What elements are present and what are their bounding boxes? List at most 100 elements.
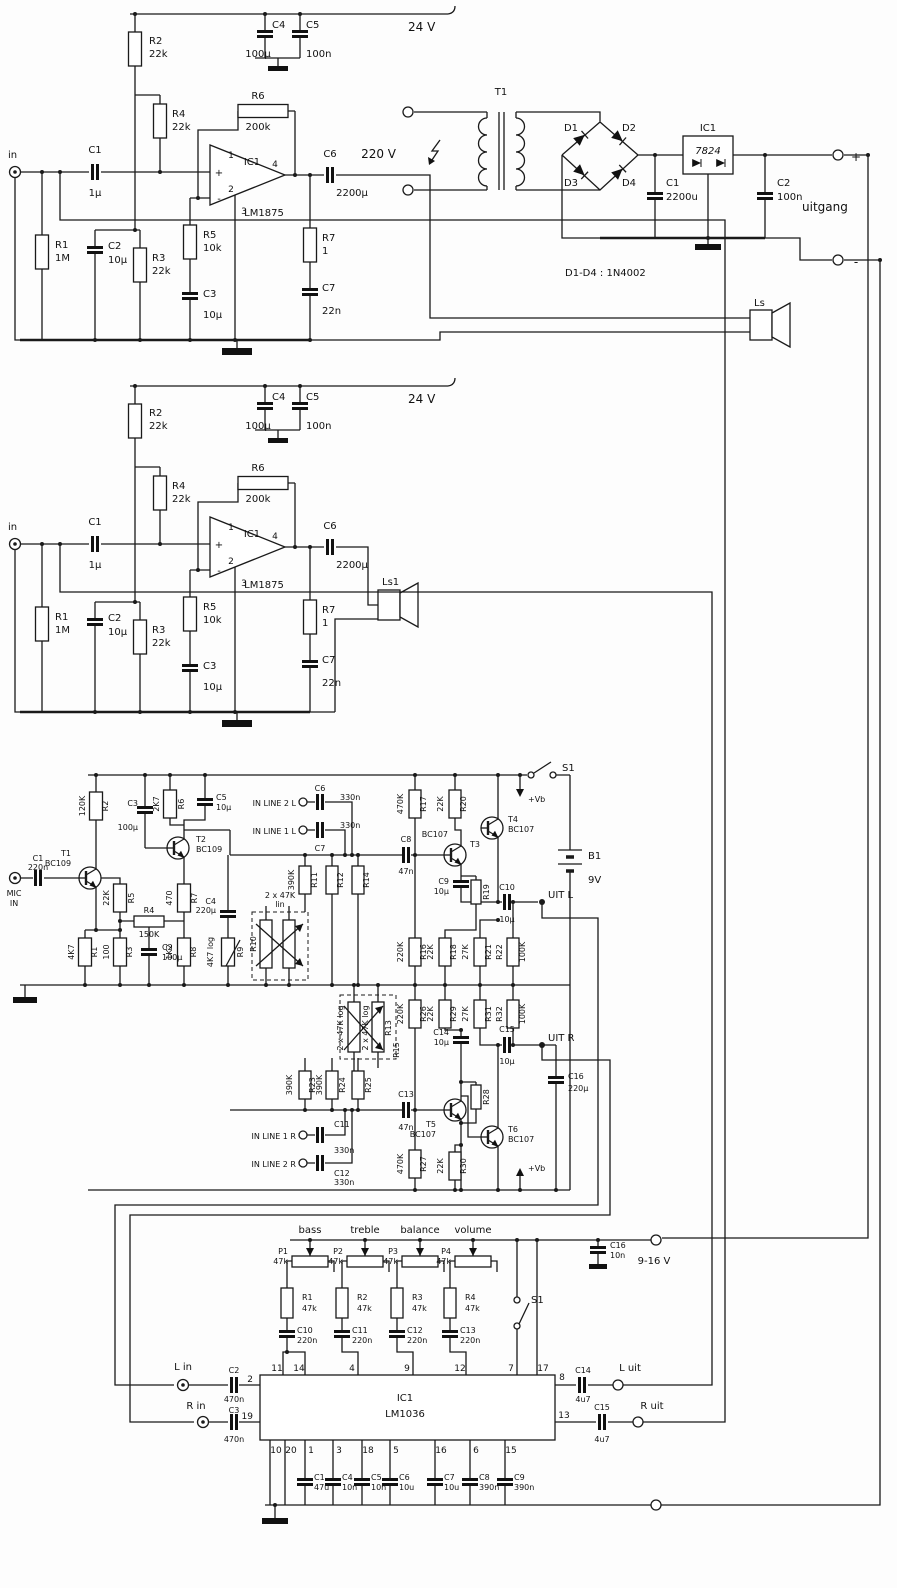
- pre-c4-value: 220µ: [196, 906, 216, 915]
- volume-pot-dual: [251, 911, 309, 981]
- preamp-s1-label: S1: [562, 763, 575, 774]
- pre-r16-value: 220K: [396, 941, 405, 962]
- opamp-type: LM1875: [244, 208, 284, 219]
- pre-r32-name: R32: [495, 1006, 504, 1022]
- pre-c12-value: 330n: [334, 1178, 354, 1187]
- t3-name: T3: [469, 840, 480, 849]
- supply-label: 24 V: [408, 20, 436, 34]
- pre-r13-name: R13: [384, 1020, 393, 1036]
- cap-c5: [292, 402, 308, 410]
- c6-label: C6: [323, 521, 336, 532]
- cap-c3: [182, 664, 198, 672]
- tone-c11-value: 220n: [352, 1336, 372, 1345]
- r5-value: 10k: [203, 243, 222, 254]
- resistor-r3: [132, 247, 148, 283]
- pre-r2-value: 120K: [78, 795, 87, 816]
- pre-r14-name: R14: [362, 872, 371, 888]
- pre-r2-name: R2: [101, 801, 110, 812]
- vb-bottom-label: +Vb: [528, 1164, 545, 1173]
- volume-label: volume: [454, 1225, 491, 1236]
- c3-value: 10µ: [203, 310, 223, 321]
- input-jack: [8, 537, 22, 551]
- tone-c9-value: 390n: [514, 1483, 534, 1492]
- tone-pots: [291, 1248, 492, 1268]
- pre-c11-label: C11: [334, 1120, 350, 1129]
- pre-r10-name: R10: [249, 936, 258, 952]
- t5-name: T5: [425, 1120, 436, 1129]
- p2-label: P2: [333, 1247, 343, 1256]
- psu-c1-label: C1: [666, 178, 679, 189]
- pre-c3-value: 100µ: [118, 823, 138, 832]
- pre-r11-name: R11: [310, 872, 319, 888]
- pin-4: 4: [349, 1364, 355, 1374]
- c2-label: C2: [108, 241, 121, 252]
- amp-channel2-extras: Ls1: [310, 546, 419, 713]
- pre-c3-label: C3: [127, 799, 138, 808]
- tone-c4-value: 10n: [342, 1483, 357, 1492]
- opamp-name: IC1: [244, 157, 260, 168]
- transistor-t6: [479, 1117, 505, 1157]
- speaker-ls-icon: [749, 302, 791, 348]
- p2-value: 47k: [328, 1257, 343, 1266]
- common-terminal: [650, 1499, 662, 1511]
- tone-r1-label: R1: [302, 1293, 313, 1302]
- opamp-type: LM1875: [244, 580, 284, 591]
- resistor-r5: [182, 596, 198, 632]
- pre-c12-label: C12: [334, 1169, 350, 1178]
- d4-label: D4: [622, 178, 636, 189]
- tone-r2-label: R2: [357, 1293, 368, 1302]
- tone-c1-label: C1: [314, 1473, 325, 1482]
- resistor-r3: [132, 619, 148, 655]
- tone-c3-value: 470n: [224, 1435, 244, 1444]
- pre-c5-value: 10µ: [216, 803, 231, 812]
- speaker-ls-label: Ls: [754, 298, 765, 309]
- l-in-jack: [176, 1378, 190, 1392]
- pin-16: 16: [435, 1446, 447, 1456]
- p4-label: P4: [441, 1247, 451, 1256]
- r-uit-label: R uit: [640, 1401, 663, 1412]
- tone-c15-value: 4u7: [594, 1435, 609, 1444]
- tone-c14-value: 4u7: [575, 1395, 590, 1404]
- pre-r4-name: R4: [144, 906, 155, 915]
- r4-label: R4: [172, 481, 185, 492]
- pin-6: 6: [473, 1446, 479, 1456]
- c1-label: C1: [88, 517, 101, 528]
- p1-label: P1: [278, 1247, 288, 1256]
- tone-dots: [273, 1238, 600, 1507]
- c2-value: 10µ: [108, 627, 128, 638]
- tone-r3-label: R3: [412, 1293, 423, 1302]
- r3-label: R3: [152, 253, 165, 264]
- c7-label: C7: [322, 655, 335, 666]
- r7-value: 1: [322, 618, 328, 629]
- tone-c2-label: C2: [229, 1366, 240, 1375]
- minus-sign: -: [854, 255, 858, 269]
- pre-r21-value: 27K: [461, 944, 470, 960]
- pre-c13-label: C13: [398, 1090, 414, 1099]
- tone-r2-value: 47k: [357, 1304, 372, 1313]
- mains-flash-icon: [428, 139, 441, 165]
- cap-c2: [87, 246, 103, 254]
- preamp-resistors: [77, 789, 520, 1181]
- pre-c13-value: 47n: [398, 1123, 413, 1132]
- r6-value: 200k: [246, 122, 271, 133]
- p4-value: 47k: [436, 1257, 451, 1266]
- pre-c14-value: 10µ: [434, 1038, 449, 1047]
- resistor-r1: [34, 606, 50, 642]
- tone-c5-label: C5: [371, 1473, 382, 1482]
- pin-2: 2: [228, 557, 234, 567]
- c1-label: C1: [88, 145, 101, 156]
- pre-r26-value: 220K: [396, 1003, 405, 1024]
- c2-value: 10µ: [108, 255, 128, 266]
- r3-label: R3: [152, 625, 165, 636]
- pre-r24-value: 390K: [315, 1074, 324, 1095]
- ground-bar-small: [268, 438, 288, 443]
- pin-4: 4: [272, 160, 278, 170]
- mains-terminal-1: [402, 106, 414, 118]
- pin-18: 18: [362, 1446, 374, 1456]
- amp-channel-2: 24 V C4 100µ C5 100n R2 22k R4 22k R6 20…: [8, 377, 456, 727]
- tone-c1-value: 47u: [314, 1483, 329, 1492]
- tone-c8-value: 390n: [479, 1483, 499, 1492]
- pre-r17-value: 470K: [396, 793, 405, 814]
- transistor-t2: [165, 828, 191, 868]
- balance-label: balance: [400, 1225, 439, 1236]
